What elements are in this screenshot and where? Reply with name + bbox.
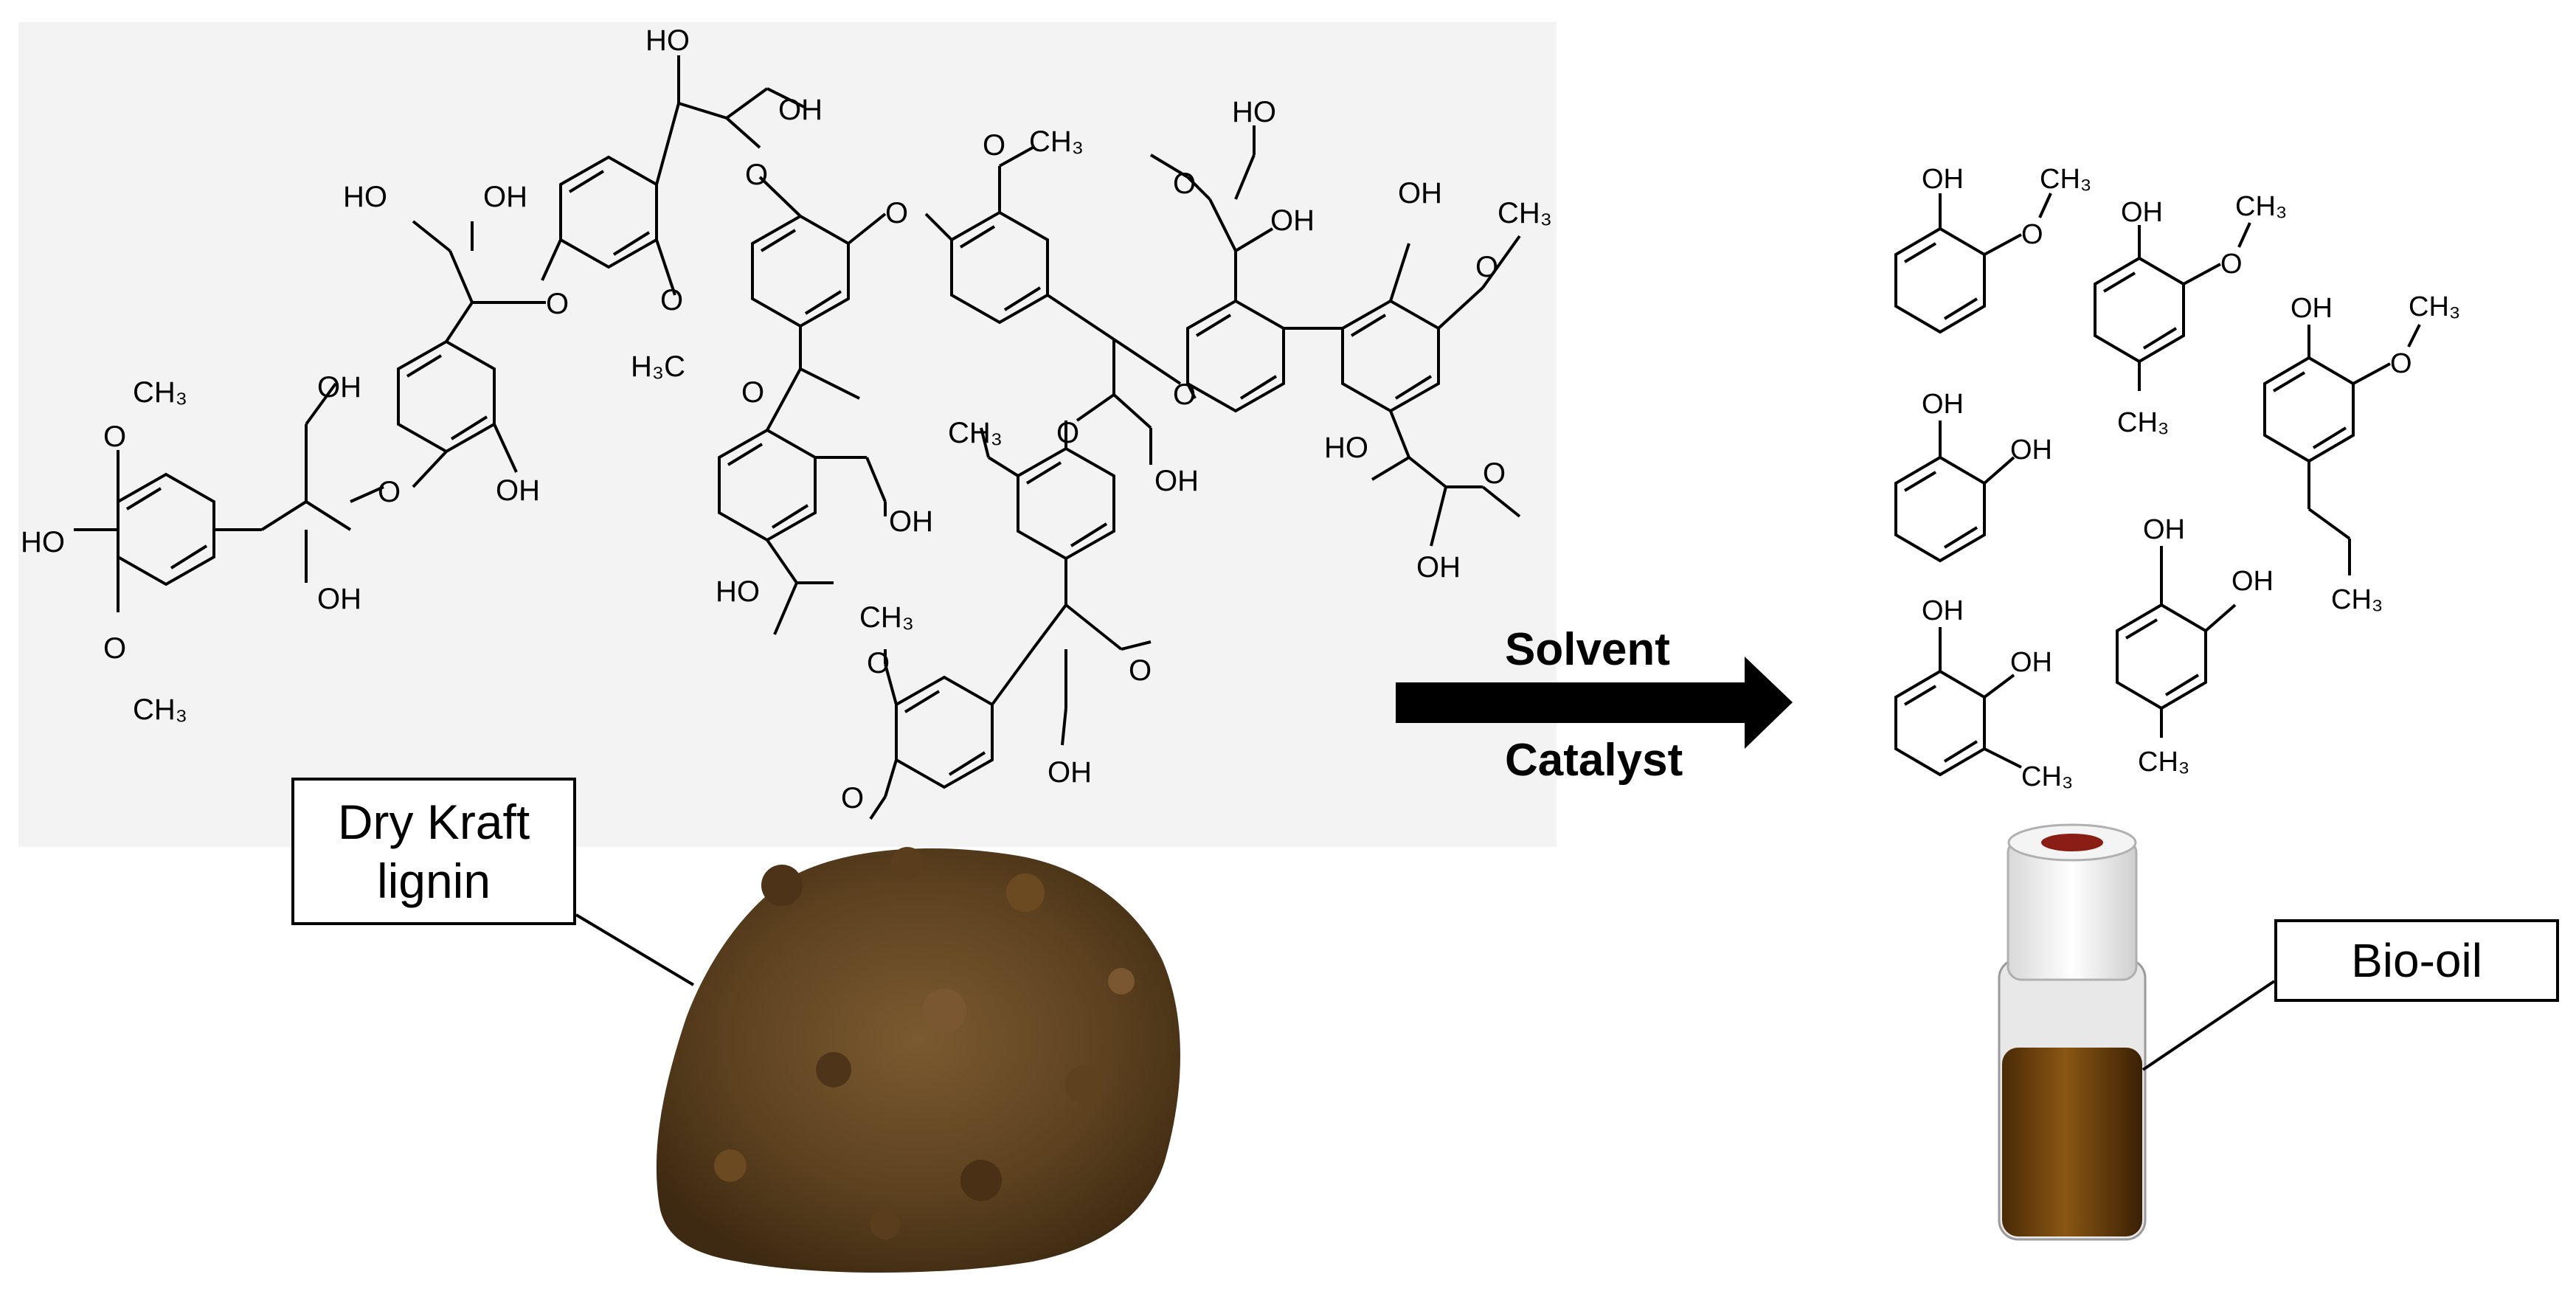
solvent-label: Solvent: [1505, 624, 1670, 675]
powder-pile: [656, 848, 1180, 1273]
powder-clump: [1065, 1065, 1104, 1104]
atom-label: O: [1483, 457, 1506, 490]
atom-label: OH: [1270, 204, 1315, 237]
atom-label: O: [660, 284, 683, 316]
vial-septum: [2041, 834, 2103, 851]
atom-label: O: [983, 129, 1005, 162]
atom-label: OH: [1154, 465, 1199, 497]
atom-label: HO: [716, 575, 760, 608]
atom-label: H₃C: [631, 350, 685, 383]
atom-label: CH₃: [2138, 747, 2189, 778]
powder-clump: [870, 1210, 900, 1239]
biooil-callout-leader: [2142, 980, 2276, 1071]
lignin-callout-line2: lignin: [376, 854, 491, 908]
powder-clump: [891, 847, 924, 879]
atom-label: CH₃: [133, 693, 187, 726]
methylcatechol-molecule: [2116, 546, 2237, 738]
propylguaiacol-molecule: [2263, 324, 2421, 575]
atom-label: OH: [1922, 595, 1964, 626]
lignin-structure: [74, 55, 1521, 820]
powder-clump: [1108, 968, 1135, 994]
atom-label: CH₃: [2040, 164, 2091, 195]
atom-label: CH₃: [2235, 191, 2287, 222]
powder-clump: [960, 1160, 1002, 1201]
atom-label: OH: [317, 583, 361, 615]
atom-label: OH: [483, 181, 527, 213]
atom-label: OH: [1398, 177, 1442, 210]
atom-label: O: [546, 288, 569, 320]
atom-label: CH₃: [859, 601, 914, 634]
atom-label: HO: [645, 24, 690, 57]
biooil-callout-text: Bio-oil: [2351, 934, 2482, 987]
atom-label: O: [867, 647, 890, 679]
atom-label: O: [2220, 249, 2243, 280]
atom-label: O: [1173, 167, 1196, 200]
lignin-callout-line1: Dry Kraft: [337, 795, 530, 849]
atom-label: O: [841, 782, 864, 814]
atom-label: CH₃: [948, 417, 1003, 449]
catalyst-label: Catalyst: [1505, 735, 1683, 786]
atom-label: OH: [1922, 164, 1964, 195]
lignin-structure-panel: [18, 22, 1557, 847]
atom-label: OH: [1416, 551, 1461, 584]
atom-label: O: [103, 632, 126, 665]
atom-label: CH₃: [2117, 407, 2169, 438]
powder-clump: [1006, 873, 1045, 912]
powder-clump: [922, 989, 966, 1033]
atom-label: OH: [778, 94, 823, 126]
atom-label: CH₃: [1029, 125, 1084, 158]
atom-label: OH: [317, 371, 361, 404]
atom-label: O: [885, 197, 908, 229]
atom-label: O: [2021, 219, 2043, 250]
guaiacol-molecule: [1894, 193, 2052, 334]
product-atom-labels: OH O CH₃ OH O CH₃ CH₃ OH O CH₃ CH₃ OH OH…: [1922, 164, 2460, 792]
atom-label: OH: [2232, 566, 2274, 597]
lignin-callout-leader: [575, 913, 695, 986]
atom-label: CH₃: [2409, 291, 2460, 322]
atom-label: O: [378, 476, 401, 508]
atom-label: O: [1129, 654, 1152, 687]
atom-label: OH: [2010, 647, 2052, 678]
lignin-atom-labels: CH₃ O HO O CH₃ OH O OH OH HO OH O O H₃C …: [21, 24, 1552, 814]
atom-label: OH: [2121, 197, 2163, 228]
product-molecules: [1894, 193, 2421, 777]
creosol-molecule: [2094, 222, 2251, 391]
lignin-callout: Dry Kraft lignin: [291, 778, 576, 925]
atom-label: OH: [2010, 435, 2052, 466]
atom-label: CH₃: [2021, 761, 2073, 792]
atom-label: HO: [1324, 432, 1368, 464]
atom-label: HO: [343, 181, 387, 213]
powder-clump: [761, 865, 803, 906]
atom-label: O: [103, 421, 126, 453]
atom-label: O: [745, 159, 768, 191]
atom-label: CH₃: [1498, 197, 1552, 229]
atom-label: O: [1056, 417, 1079, 449]
lignin-powder-photo: [656, 847, 1180, 1273]
atom-label: O: [2390, 348, 2412, 379]
catechol-molecule: [1894, 421, 2015, 563]
atom-label: OH: [1922, 389, 1964, 420]
bio-oil-vial-photo: [1998, 823, 2147, 1241]
atom-label: CH₃: [2331, 584, 2383, 615]
atom-label: HO: [21, 526, 65, 558]
atom-label: OH: [1048, 756, 1092, 789]
atom-label: OH: [2291, 293, 2333, 324]
atom-label: O: [1475, 251, 1498, 283]
atom-label: O: [1173, 378, 1196, 411]
atom-label: OH: [496, 474, 540, 507]
methylcatechol-3-molecule: [1894, 627, 2022, 777]
atom-label: O: [741, 376, 764, 409]
atom-label: OH: [889, 505, 933, 538]
reaction-arrow: [1396, 657, 1793, 749]
atom-label: OH: [2143, 514, 2185, 545]
vial-oil: [2002, 1048, 2142, 1236]
powder-clump: [816, 1052, 851, 1087]
atom-label: HO: [1232, 96, 1276, 128]
biooil-callout: Bio-oil: [2274, 919, 2559, 1002]
powder-clump: [714, 1149, 747, 1182]
atom-label: CH₃: [133, 376, 187, 409]
